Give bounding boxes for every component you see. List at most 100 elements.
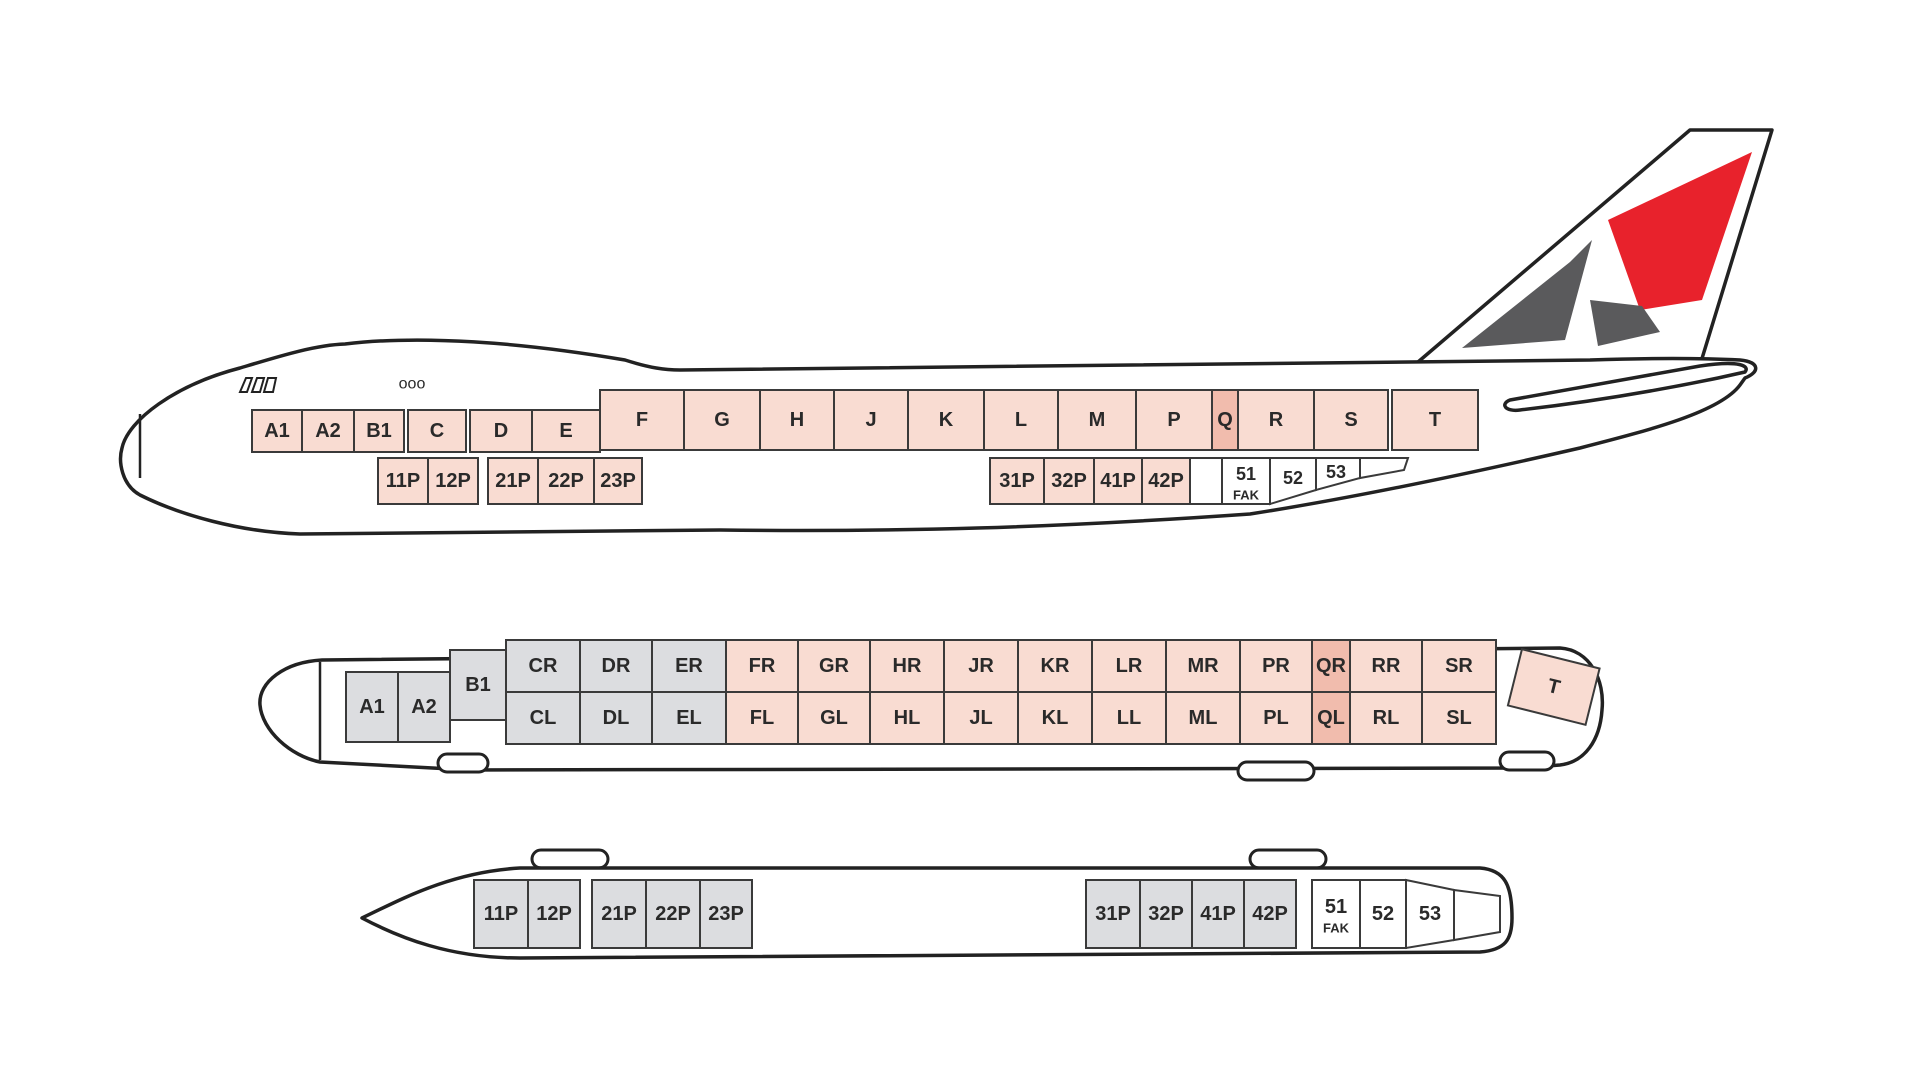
position-box xyxy=(345,671,399,743)
position-label: R xyxy=(1269,409,1284,431)
position-label: JR xyxy=(968,655,994,677)
position-box xyxy=(1017,691,1093,745)
position-label: 21P xyxy=(495,470,531,492)
position-box xyxy=(579,639,653,693)
position-label: T xyxy=(1545,675,1562,699)
position-lr: LR xyxy=(1091,639,1167,693)
position-box xyxy=(1243,879,1297,949)
position-box xyxy=(1043,457,1095,505)
position-label: SL xyxy=(1446,707,1472,729)
position-label: HR xyxy=(893,655,922,677)
position-label: 41P xyxy=(1100,470,1136,492)
position-a1: A1 xyxy=(345,671,399,743)
door-bottom-left xyxy=(436,752,490,774)
position-sl: SL xyxy=(1421,691,1497,745)
position-box xyxy=(353,409,405,453)
position-label: A1 xyxy=(264,420,290,442)
position-g: G xyxy=(683,389,761,451)
position-box xyxy=(797,691,871,745)
tail-logo-grey-2 xyxy=(1590,300,1660,346)
position-box xyxy=(1421,691,1497,745)
position-pl: PL xyxy=(1239,691,1313,745)
position-label: 42P xyxy=(1148,470,1184,492)
position-b1: B1 xyxy=(353,409,405,453)
position-23p: 23P xyxy=(593,457,643,505)
position-42p: 42P xyxy=(1141,457,1191,505)
position-label: GR xyxy=(819,655,850,677)
bulk-tail-shape-lower xyxy=(1453,888,1501,942)
position-label: HL xyxy=(894,707,921,729)
position-dr: DR xyxy=(579,639,653,693)
position-cr: CR xyxy=(505,639,581,693)
position-dl: DL xyxy=(579,691,653,745)
position-jl: JL xyxy=(943,691,1019,745)
position-gr: GR xyxy=(797,639,871,693)
position-label: ML xyxy=(1189,707,1218,729)
position-label: 22P xyxy=(548,470,584,492)
position-r: R xyxy=(1237,389,1315,451)
position-box xyxy=(725,691,799,745)
position-a2: A2 xyxy=(397,671,451,743)
position-ql: QL xyxy=(1311,691,1351,745)
position-label: A2 xyxy=(315,420,341,442)
position-box xyxy=(1091,691,1167,745)
position-gl: GL xyxy=(797,691,871,745)
position-52: 52 xyxy=(1359,879,1407,949)
position-box xyxy=(1506,647,1601,726)
position-box xyxy=(1165,691,1241,745)
tail-logo-grey xyxy=(1462,240,1592,348)
position-box xyxy=(397,671,451,743)
position-label: 51 xyxy=(1236,464,1256,484)
position-hl: HL xyxy=(869,691,945,745)
position-box xyxy=(1135,389,1213,451)
position-32p: 32P xyxy=(1043,457,1095,505)
position-box xyxy=(527,879,581,949)
position-label-52: 52 xyxy=(1283,468,1303,488)
cockpit-windows xyxy=(238,377,278,393)
position-label: 52 xyxy=(1372,903,1394,925)
position-42p: 42P xyxy=(1243,879,1297,949)
position-label: D xyxy=(494,420,508,442)
position-box xyxy=(487,457,539,505)
position-22p: 22P xyxy=(537,457,595,505)
position-box xyxy=(407,409,467,453)
position-box xyxy=(251,409,303,453)
position-rl: RL xyxy=(1349,691,1423,745)
position-label: GL xyxy=(820,707,848,729)
position-box xyxy=(1349,639,1423,693)
door-bottom-right xyxy=(1498,750,1556,772)
door-top-right xyxy=(1248,848,1328,870)
horizontal-stabilizer xyxy=(1503,361,1748,413)
position-31p: 31P xyxy=(989,457,1045,505)
bulk-spacer xyxy=(1189,457,1223,505)
position-jr: JR xyxy=(943,639,1019,693)
position-11p: 11P xyxy=(377,457,429,505)
position-box xyxy=(907,389,985,451)
position-22p: 22P xyxy=(645,879,701,949)
position-box xyxy=(1311,691,1351,745)
position-label: RL xyxy=(1373,707,1400,729)
door-bottom-mid xyxy=(1236,760,1316,782)
position-h: H xyxy=(759,389,835,451)
position-label: 32P xyxy=(1148,903,1184,925)
position-e: E xyxy=(531,409,601,453)
position-b1: B1 xyxy=(449,649,507,721)
position-p: P xyxy=(1135,389,1213,451)
position-box xyxy=(593,457,643,505)
position-cl: CL xyxy=(505,691,581,745)
position-label: KR xyxy=(1041,655,1070,677)
position-label: H xyxy=(790,409,804,431)
position-label: 11P xyxy=(386,470,420,492)
position-fl: FL xyxy=(725,691,799,745)
position-box xyxy=(943,639,1019,693)
position-c: C xyxy=(407,409,467,453)
position-box xyxy=(1421,639,1497,693)
position-box xyxy=(301,409,355,453)
position-21p: 21P xyxy=(487,457,539,505)
position-pr: PR xyxy=(1239,639,1313,693)
position-label: P xyxy=(1167,409,1180,431)
position-box xyxy=(1311,879,1361,949)
position-kr: KR xyxy=(1017,639,1093,693)
